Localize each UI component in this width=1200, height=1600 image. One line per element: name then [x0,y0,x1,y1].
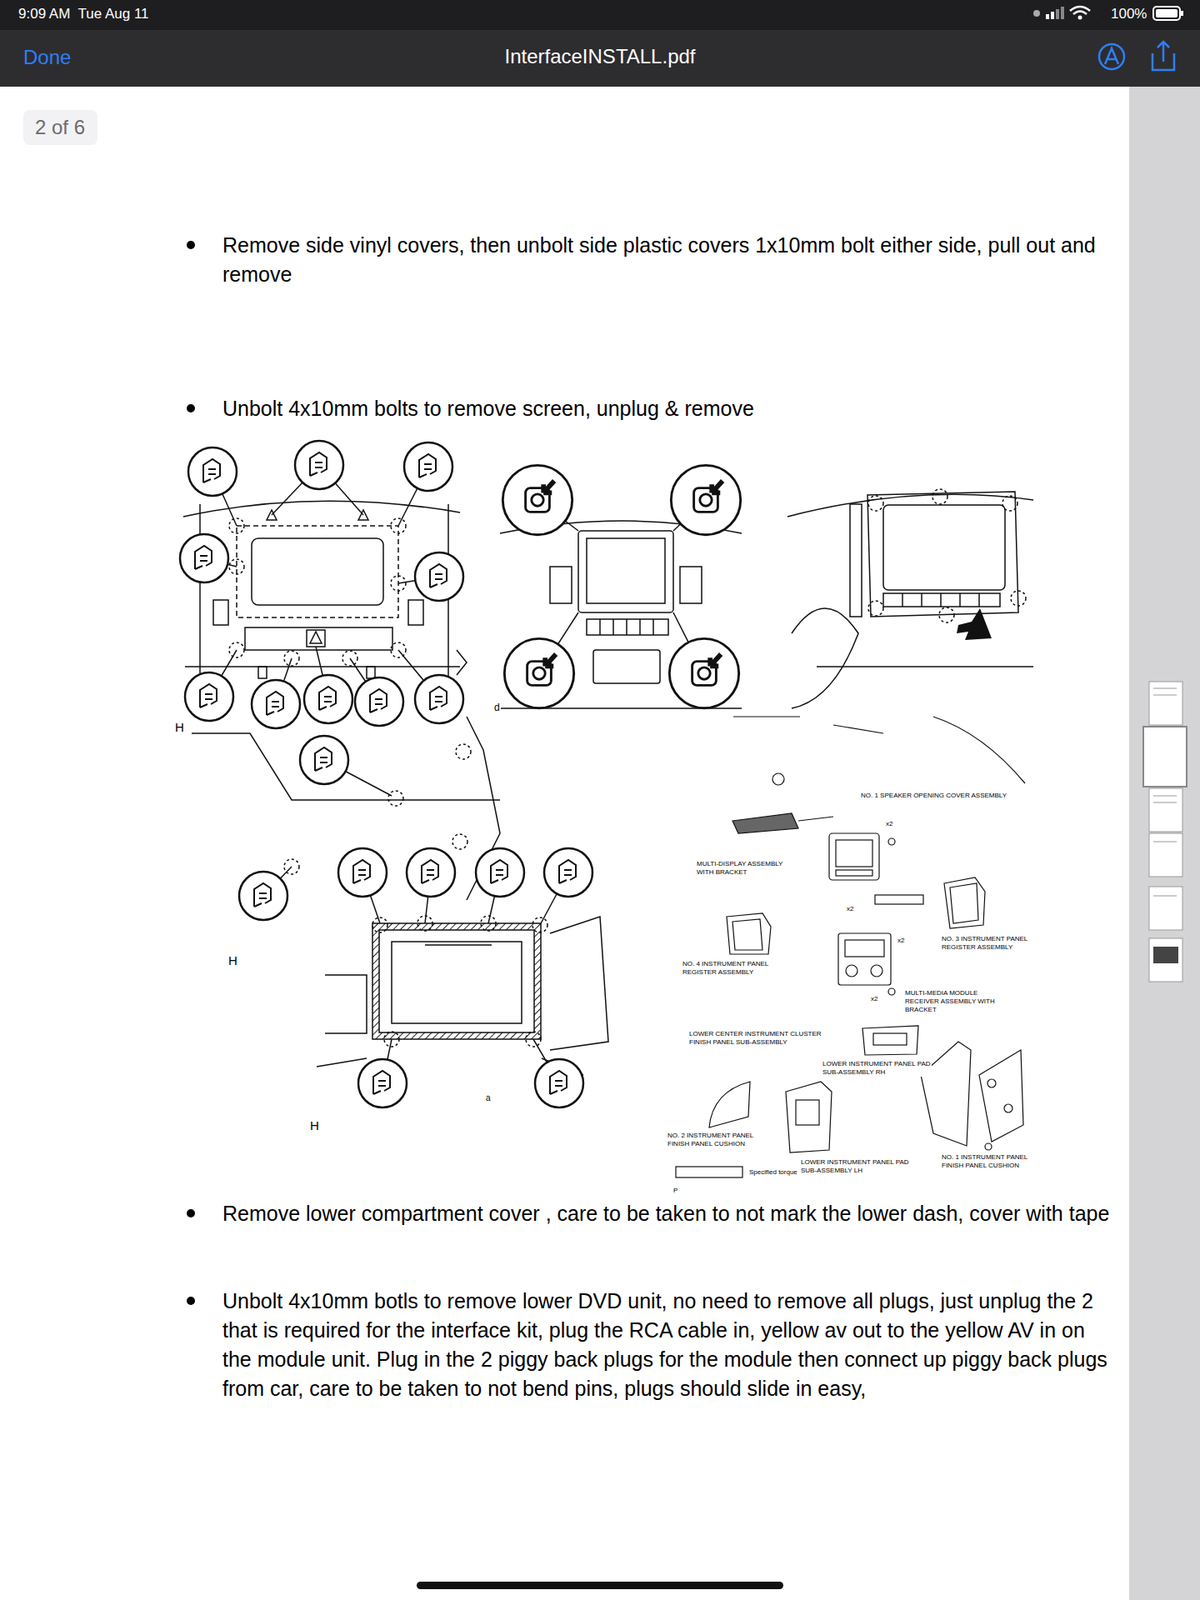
toolbar-title-row: InterfaceINSTALL.pdf [0,44,1200,70]
part-name: NO. 1 INSTRUMENT PANEL FINISH PANEL CUSH… [940,1153,1039,1170]
view-letter: d [493,701,501,714]
status-time: 9:09 AM Tue Aug 11 [18,5,150,24]
instruction-text: Remove side vinyl covers, then unbolt si… [222,230,1115,290]
quantity-note: x2 [870,995,879,1004]
part-name: LOWER CENTER INSTRUMENT CLUSTER FINISH P… [688,1030,832,1047]
part-name: MULTI-MEDIA MODULE RECEIVER ASSEMBLY WIT… [904,989,1015,1015]
torque-note: Specified torque [748,1168,799,1177]
instruction-text: Unbolt 4x10mm botls to remove lower DVD … [222,1286,1115,1404]
quantity-note: x2 [845,905,855,914]
battery-percent: 100% [1110,5,1147,24]
part-name: NO. 2 INSTRUMENT PANEL FINISH PANEL CUSH… [666,1131,769,1149]
page-counter-badge: 2 of 6 [23,110,98,145]
view-letter: a [485,1093,492,1104]
instruction-text: Unbolt 4x10mm bolts to remove screen, un… [222,394,1115,424]
part-name: NO. 3 INSTRUMENT PANEL REGISTER ASSEMBLY [940,935,1051,952]
view-letter: H [228,953,238,969]
part-name: NO. 1 SPEAKER OPENING COVER ASSEMBLY [860,791,1029,800]
view-letter: H [310,1118,320,1134]
part-name: MULTI-DISPLAY ASSEMBLY WITH BRACKET [695,860,790,877]
quantity-note: x2 [896,936,905,945]
document-title: InterfaceINSTALL.pdf [504,45,695,68]
done-button: Done [23,45,71,70]
instruction-text: Remove lower compartment cover , care to… [222,1199,1115,1229]
badge-text: 2 of 6 [35,115,86,140]
quantity-note: x2 [885,820,894,829]
page-mark: P [672,1186,679,1195]
view-letter: H [175,720,185,735]
part-name: LOWER INSTRUMENT PANEL PAD SUB-ASSEMBLY … [800,1158,910,1175]
part-name: LOWER INSTRUMENT PANEL PAD SUB-ASSEMBLY … [821,1060,932,1077]
part-name: NO. 4 INSTRUMENT PANEL REGISTER ASSEMBLY [681,960,775,977]
